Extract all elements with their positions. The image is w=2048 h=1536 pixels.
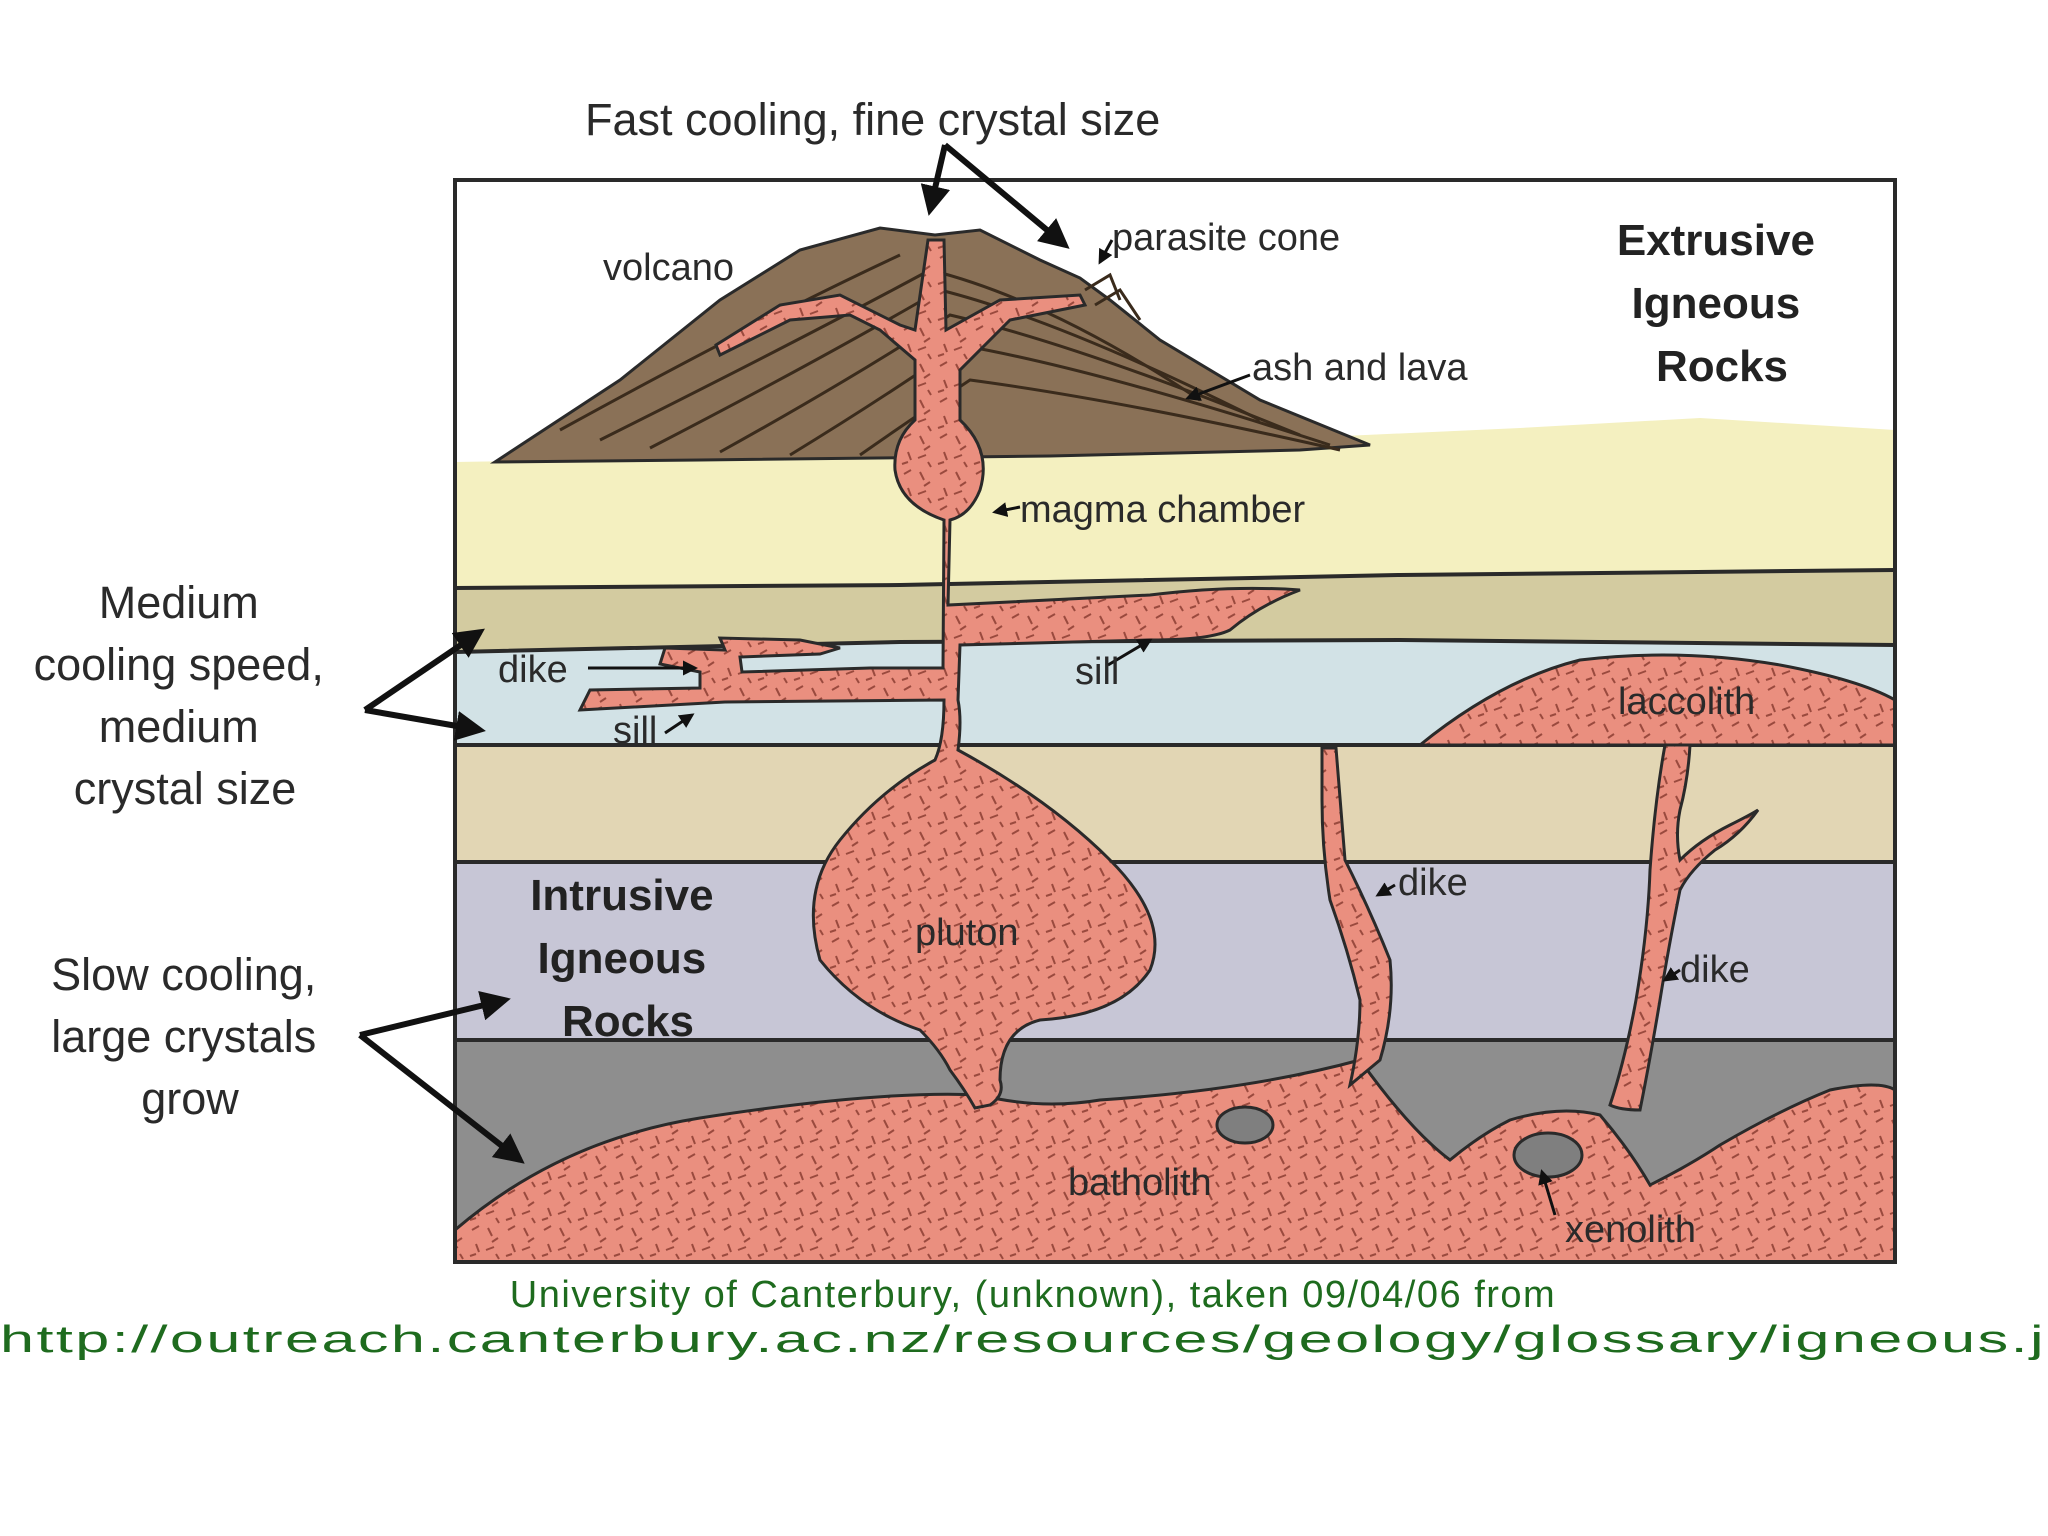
label-intrusive: Intrusive Igneous Rocks (530, 871, 726, 1046)
label-batholith: batholith (1068, 1162, 1212, 1204)
credit-line-1: University of Canterbury, (unknown), tak… (510, 1274, 1556, 1316)
label-extrusive: Extrusive Igneous Rocks (1617, 216, 1827, 391)
label-dike-left: dike (498, 649, 568, 691)
label-volcano: volcano (603, 247, 734, 289)
label-dike-mid: dike (1398, 862, 1468, 904)
arrow-medium-cooling-sill (364, 707, 486, 741)
label-xenolith: xenolith (1565, 1209, 1696, 1251)
xenolith-large (1512, 1131, 1584, 1179)
arrow-fast-cooling-parasite (943, 142, 1070, 249)
label-sill-mid: sill (1075, 651, 1119, 693)
pointer-dike-mid (1375, 882, 1396, 897)
label-laccolith: laccolith (1618, 681, 1755, 723)
credit-line-2: http://outreach.canterbury.ac.nz/resourc… (0, 1319, 2046, 1361)
dike-right-shape (1608, 743, 1760, 1112)
laccolith (1415, 653, 1895, 747)
pointer-sill-mid (1107, 638, 1153, 667)
label-dike-right: dike (1680, 949, 1750, 991)
label-slow-cooling: Slow cooling, large crystals grow (51, 949, 329, 1124)
arrow-fast-cooling-volcano (920, 144, 951, 216)
pointer-xenolith (1538, 1169, 1557, 1216)
pointer-sill-left (664, 713, 695, 735)
arrow-slow-cooling-batholith (358, 1032, 525, 1164)
layer-cream (455, 418, 1895, 588)
label-sill-left: sill (613, 710, 657, 752)
pointer-magma-chamber (992, 502, 1021, 518)
label-parasite-cone: parasite cone (1112, 217, 1340, 259)
batholith (455, 1058, 1895, 1262)
label-magma-chamber: magma chamber (1020, 489, 1305, 531)
xenolith-small (1215, 1105, 1275, 1145)
label-ash-and-lava: ash and lava (1252, 347, 1468, 389)
dike-middle-shape (1320, 746, 1393, 1089)
arrow-slow-cooling-lavender (359, 991, 511, 1038)
label-fast-cooling: Fast cooling, fine crystal size (585, 94, 1160, 145)
pointer-ash-and-lava (1185, 373, 1251, 401)
label-pluton: pluton (915, 912, 1019, 954)
magma-plumbing (577, 238, 1301, 1110)
pointer-dike-right (1662, 967, 1681, 982)
arrow-medium-cooling-dike (363, 628, 485, 713)
layer-tan (455, 745, 1895, 862)
pointer-parasite-cone (1098, 239, 1114, 265)
label-medium-cooling: Medium cooling speed, medium crystal siz… (34, 577, 337, 814)
